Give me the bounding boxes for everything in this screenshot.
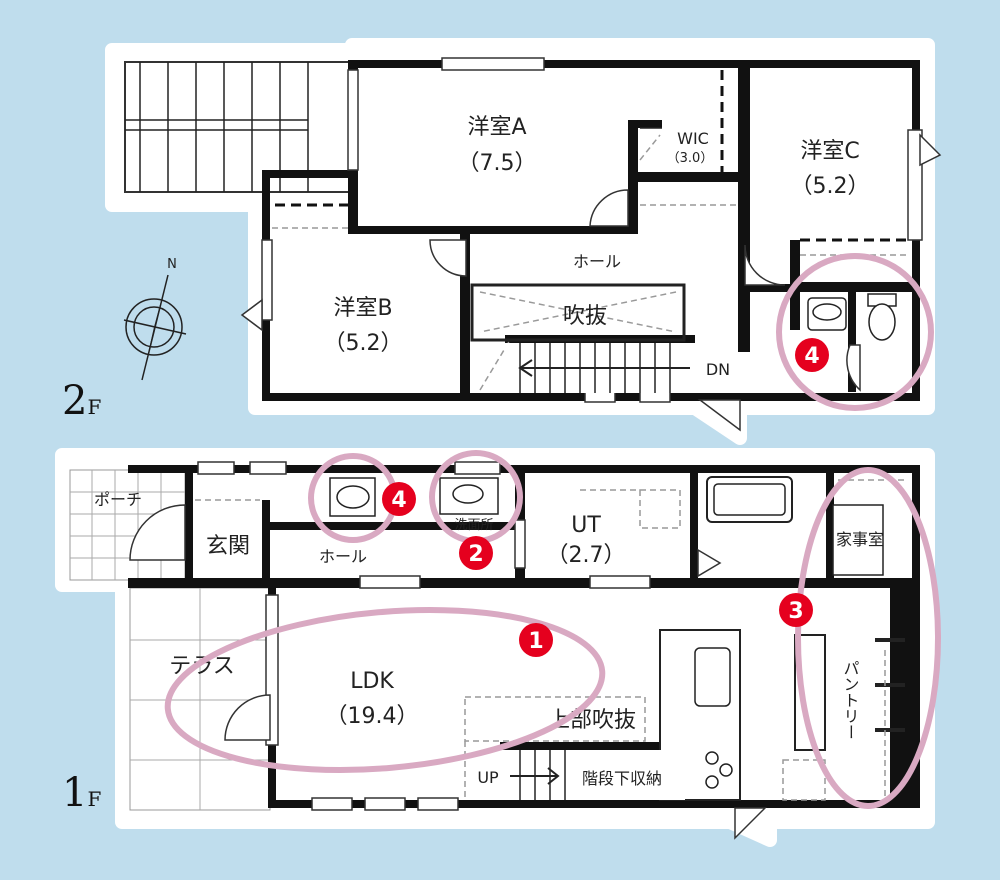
room-size-ldk: （19.4） (326, 704, 419, 729)
room-name-pantry: パントリー (841, 660, 860, 740)
room-name-wic: WIC (677, 129, 709, 148)
door (429, 239, 467, 277)
marker-3: 3 (779, 593, 813, 627)
room-name-porch: ポーチ (94, 490, 142, 509)
floor-2f: 洋室A （7.5） WIC （3.0） 洋室C （5.2） 洋室B （5.2） … (62, 38, 942, 445)
floor-label-2f: 2F (62, 378, 101, 424)
window (589, 575, 651, 589)
window (347, 69, 359, 171)
room-name-senmenjo: 洗面所 (454, 518, 493, 533)
room-size-ut: （2.7） (547, 543, 626, 568)
fukinuke-void (470, 283, 686, 391)
highlight-ring-toilet-2f (776, 253, 934, 411)
window (584, 391, 616, 403)
terrace-tiles (129, 587, 271, 811)
window (249, 461, 287, 475)
marker-2: 2 (459, 536, 493, 570)
highlight-rings (164, 253, 941, 809)
floor-1f: ポーチ 玄関 ホール 洗面所 UT （2.7） 家事室 テラス LDK （19.… (55, 448, 935, 847)
window (639, 391, 671, 403)
room-name-kajishitsu: 家事室 (836, 530, 884, 549)
room-name-ut: UT (571, 513, 601, 538)
window (261, 239, 273, 321)
room-name-ldk: LDK (350, 669, 394, 694)
marker-4-2f: 4 (795, 338, 829, 372)
door (697, 399, 741, 432)
room-size-yoshitsu-c: （5.2） (791, 174, 870, 199)
markers: 1 2 3 4 4 (382, 338, 829, 657)
door (919, 133, 942, 167)
floor-label-1f: 1F (62, 770, 101, 816)
window (907, 129, 923, 241)
svg-text:3: 3 (788, 599, 803, 624)
window (454, 461, 501, 475)
compass-icon: N (123, 257, 187, 381)
room-name-hall-2f: ホール (573, 252, 621, 271)
highlight-ring-ldk (164, 607, 606, 773)
room-name-hall-1f: ホール (319, 547, 367, 566)
svg-text:4: 4 (804, 344, 819, 369)
room-name-yoshitsu-b: 洋室B (333, 296, 392, 321)
room-name-genkan: 玄関 (206, 534, 250, 559)
door (734, 807, 767, 840)
room-size-wic: （3.0） (667, 151, 714, 166)
stairs-2f (505, 343, 695, 393)
svg-text:4: 4 (391, 488, 406, 513)
room-size-yoshitsu-a: （7.5） (458, 151, 537, 176)
highlight-ring-pantry (795, 467, 941, 809)
door (846, 344, 861, 392)
svg-text:1: 1 (528, 629, 543, 654)
window (514, 519, 526, 569)
room-name-kaidan-storage: 階段下収納 (582, 769, 662, 788)
door (129, 504, 186, 561)
room-size-yoshitsu-b: （5.2） (324, 331, 403, 356)
svg-text:2: 2 (468, 542, 483, 567)
room-name-terrace: テラス (169, 654, 235, 679)
door (224, 694, 271, 741)
window (359, 575, 421, 589)
marker-1: 1 (519, 623, 553, 657)
stairs-dn-label: DN (706, 360, 730, 379)
room-name-yoshitsu-c: 洋室C (800, 139, 859, 164)
bathtub-icon (706, 476, 793, 523)
door (697, 548, 722, 578)
door (744, 244, 786, 286)
stairs-up-label: UP (477, 768, 499, 787)
room-name-yoshitsu-a: 洋室A (467, 115, 526, 140)
room-name-fukinuke: 吹抜 (563, 304, 607, 329)
window (364, 797, 406, 811)
kitchen-sink-icon (694, 647, 731, 707)
marker-4-1f: 4 (382, 482, 416, 516)
window (441, 57, 545, 71)
window (311, 797, 353, 811)
window (417, 797, 459, 811)
stove-icon (705, 751, 719, 765)
door (589, 189, 629, 227)
compass-north-label: N (167, 257, 177, 272)
window (197, 461, 235, 475)
stairs-1f (464, 696, 685, 800)
door (240, 298, 263, 332)
